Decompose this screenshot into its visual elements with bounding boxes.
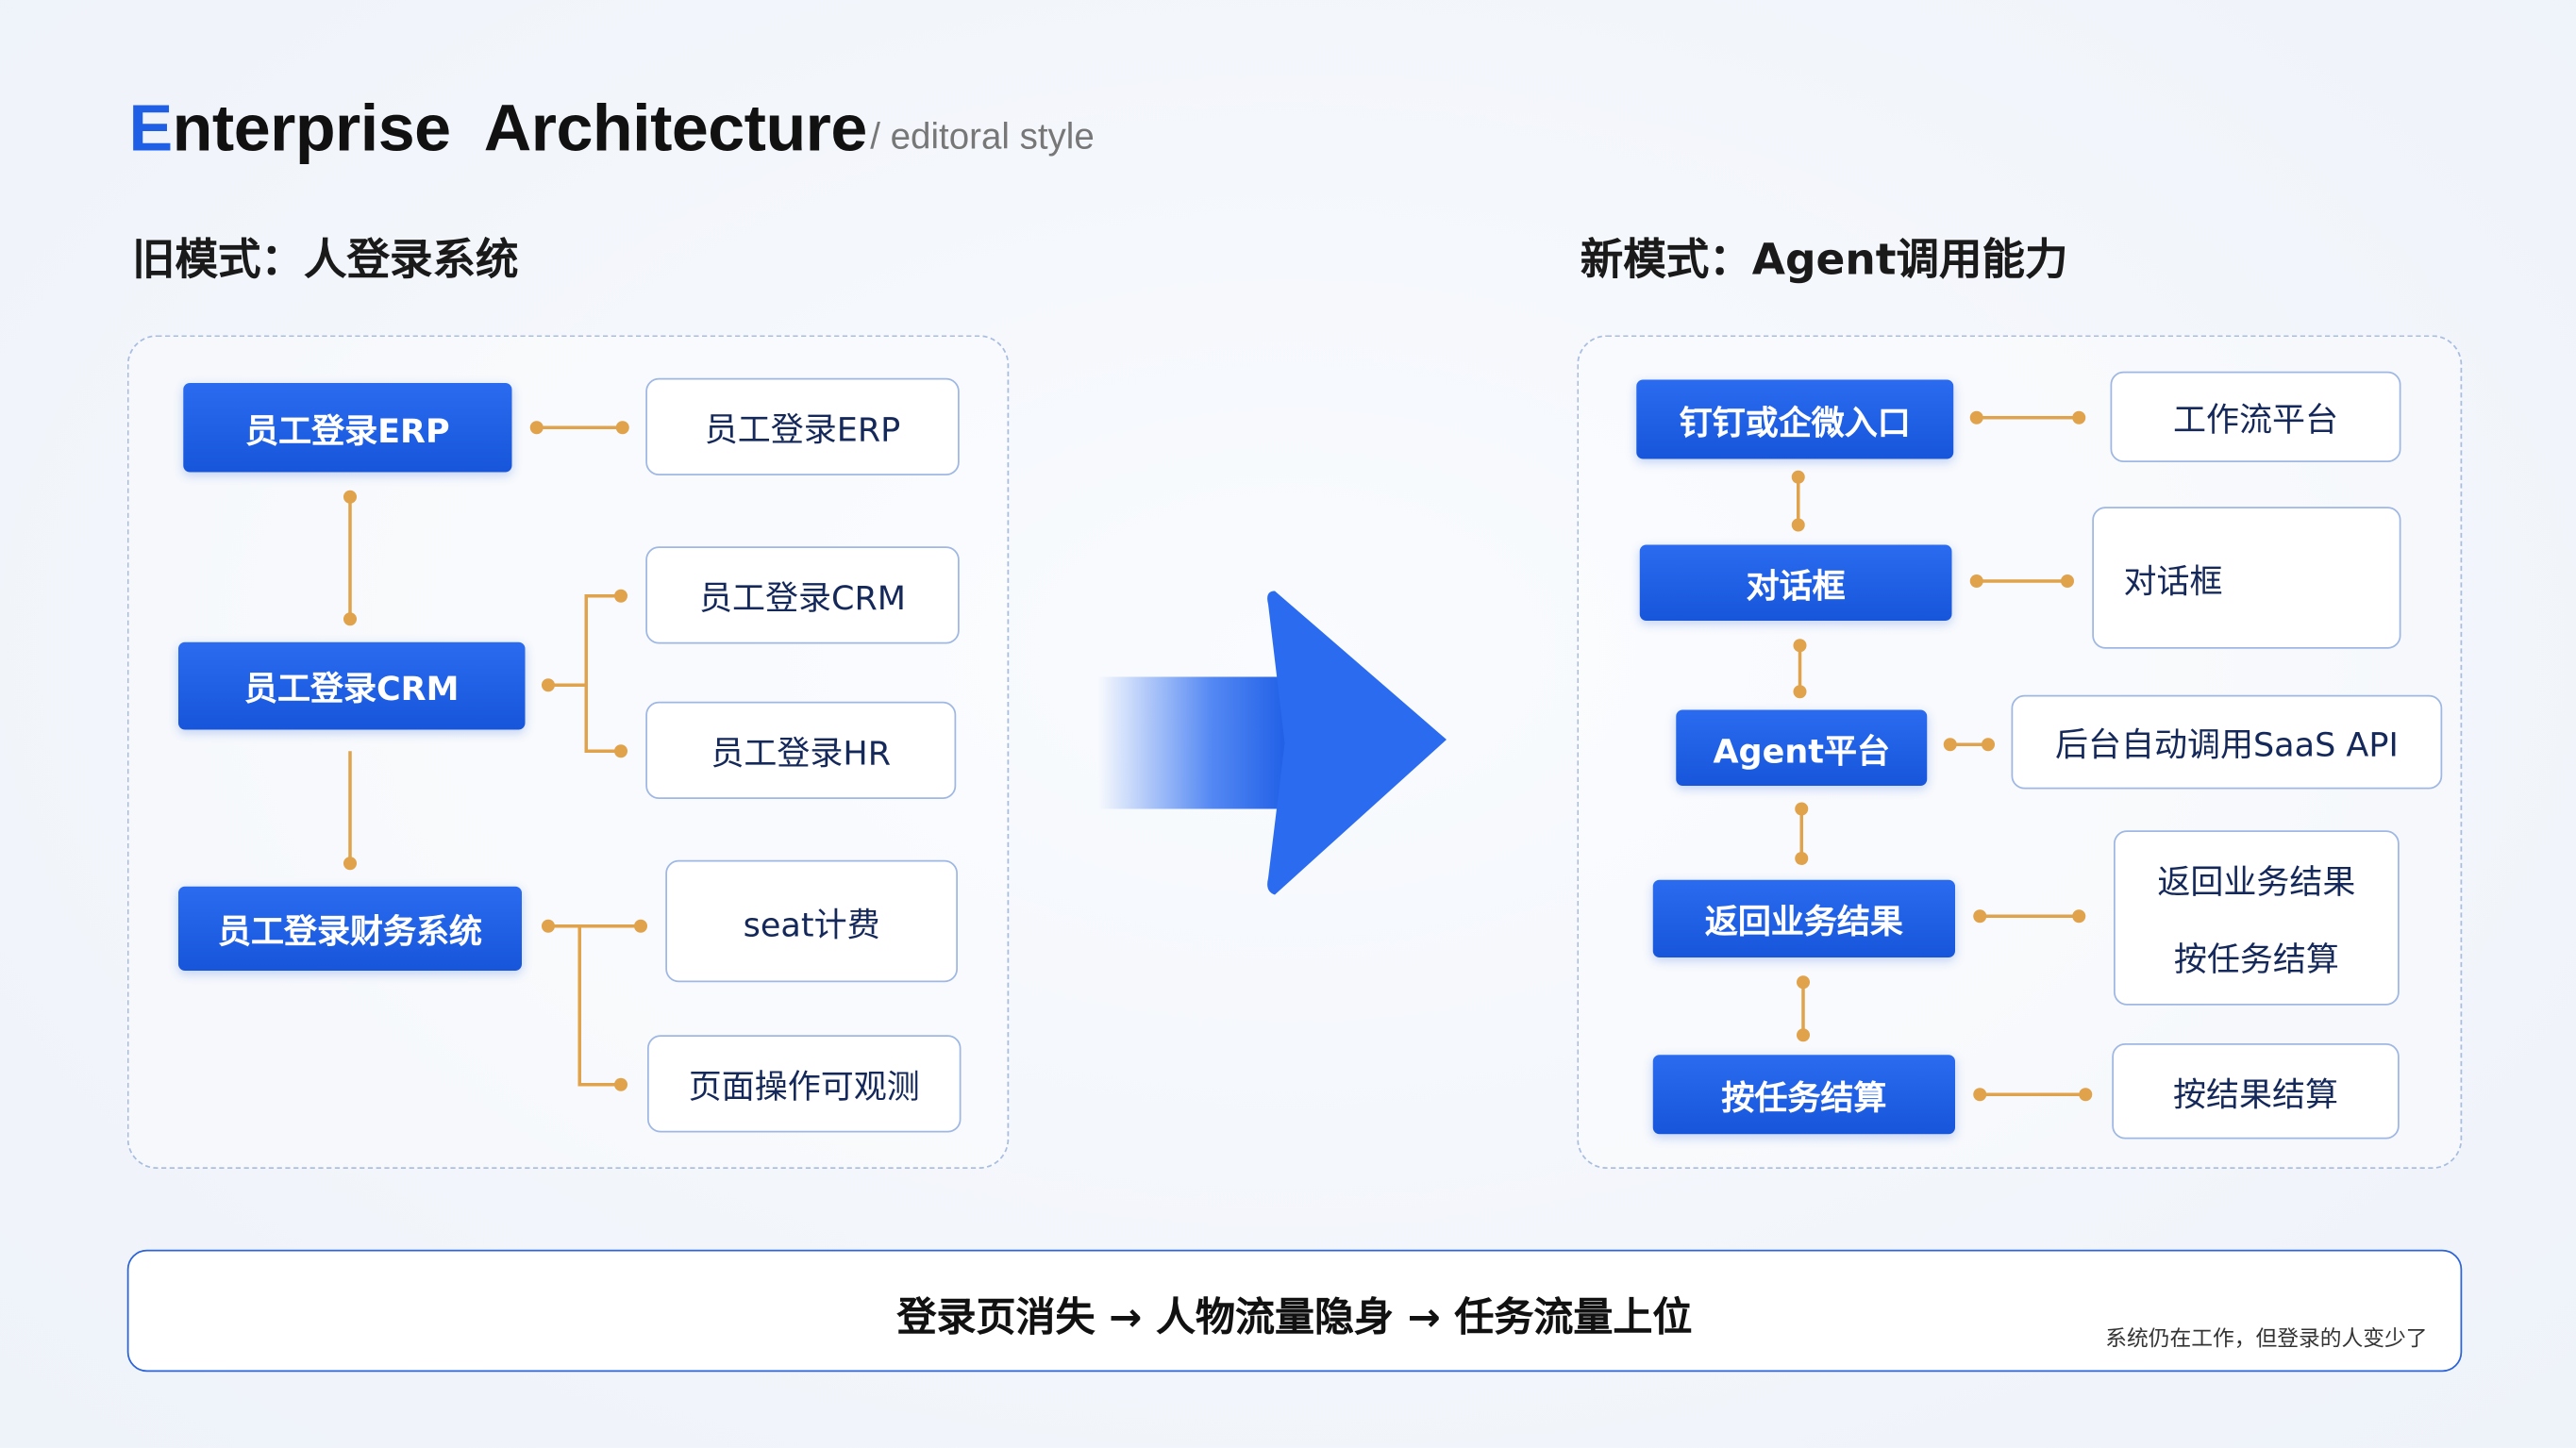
connector-dot [1797, 975, 1810, 990]
connector-dot [615, 421, 629, 435]
new-mode-title: 新模式：Agent调用能力 [1580, 236, 2068, 286]
connector-dot [2072, 410, 2086, 424]
connector-line [584, 595, 588, 752]
connector-line [1980, 914, 2080, 918]
page-title: Enterprise Architecture [128, 92, 868, 167]
new-secondary-workflow: 工作流平台 [2110, 371, 2401, 462]
connector-dot [542, 919, 555, 933]
connector-dot [1791, 470, 1805, 484]
box-label: 按任务结算 [2173, 939, 2339, 979]
new-primary-dialog: 对话框 [1639, 544, 1952, 621]
connector-dot [614, 1077, 627, 1091]
connector-dot [343, 857, 357, 871]
connector-dot [614, 589, 627, 603]
box-label: 员工登录ERP [704, 409, 901, 449]
box-label: seat计费 [743, 904, 880, 944]
old-secondary-observe: 页面操作可观测 [647, 1035, 962, 1133]
connector-line [1798, 645, 1802, 692]
connector-dot [1973, 1088, 1987, 1102]
old-mode-title: 旧模式：人登录系统 [132, 236, 519, 286]
connector-dot [529, 421, 544, 435]
connector-dot [1969, 574, 1983, 588]
connector-dot [1793, 639, 1807, 653]
new-primary-settle: 按任务结算 [1652, 1055, 1955, 1135]
connector-dot [1793, 685, 1807, 699]
connector-dot [614, 744, 627, 758]
connector-line [348, 496, 352, 620]
old-primary-crm: 员工登录CRM [178, 641, 526, 730]
box-label: 按结果结算 [2173, 1074, 2338, 1114]
new-primary-agent: Agent平台 [1676, 709, 1928, 786]
old-primary-erp: 员工登录ERP [183, 383, 512, 473]
connector-line [548, 683, 587, 687]
page-subtitle: / editoral style [870, 115, 1095, 158]
box-label: 员工登录CRM [699, 577, 906, 618]
connector-dot [542, 678, 555, 692]
title-rest: nterprise Architecture [172, 92, 868, 165]
box-label: 对话框 [2123, 560, 2223, 601]
connector-line [1801, 982, 1805, 1036]
connector-dot [1943, 738, 1957, 752]
old-secondary-hr: 员工登录HR [645, 701, 957, 799]
connector-line [536, 425, 623, 429]
connector-dot [2061, 574, 2074, 588]
connector-line [1976, 579, 2067, 583]
connector-line [348, 751, 352, 864]
box-label: 返回业务结果 [2157, 861, 2356, 902]
old-secondary-seat: seat计费 [665, 859, 958, 983]
connector-dot [634, 919, 647, 933]
summary-bar: 登录页消失 → 人物流量隐身 → 任务流量上位 系统仍在工作，但登录的人变少了 [126, 1249, 2463, 1373]
new-primary-entry: 钉钉或企微入口 [1636, 379, 1954, 459]
connector-dot [1791, 518, 1805, 532]
connector-dot [1795, 852, 1809, 865]
connector-line [1949, 742, 1988, 746]
new-primary-result: 返回业务结果 [1652, 879, 1955, 957]
connector-line [548, 924, 641, 928]
new-secondary-dialog: 对话框 [2092, 507, 2401, 649]
new-secondary-saas-api: 后台自动调用SaaS API [2011, 694, 2443, 790]
connector-line [584, 749, 621, 753]
connector-dot [343, 612, 357, 626]
old-primary-finance: 员工登录财务系统 [178, 886, 522, 971]
summary-text: 登录页消失 → 人物流量隐身 → 任务流量上位 [896, 1294, 1693, 1340]
connector-dot [2079, 1088, 2093, 1102]
new-secondary-result-based: 按结果结算 [2112, 1043, 2400, 1140]
title-initial: E [128, 92, 174, 165]
connector-dot [1795, 802, 1809, 816]
connector-line [1797, 476, 1800, 525]
new-secondary-result-settle: 返回业务结果按任务结算 [2114, 830, 2400, 1006]
box-label: 后台自动调用SaaS API [2054, 724, 2399, 765]
connector-dot [1969, 410, 1983, 424]
connector-dot [1797, 1028, 1810, 1042]
box-label: 工作流平台 [2173, 399, 2338, 440]
old-secondary-erp: 员工登录ERP [645, 377, 960, 475]
connector-dot [343, 490, 357, 504]
connector-line [584, 594, 621, 598]
summary-note: 系统仍在工作，但登录的人变少了 [2105, 1327, 2428, 1353]
old-secondary-crm: 员工登录CRM [645, 546, 960, 644]
connector-line [577, 925, 581, 1085]
connector-dot [1982, 738, 1995, 752]
connector-dot [1973, 909, 1987, 924]
connector-line [1980, 1092, 2086, 1096]
transition-arrow-icon [1097, 591, 1447, 895]
connector-dot [2072, 909, 2086, 924]
connector-line [1976, 416, 2080, 420]
connector-line [577, 1083, 621, 1087]
box-label: 员工登录HR [711, 733, 892, 773]
connector-line [1799, 808, 1803, 858]
box-label: 页面操作可观测 [688, 1066, 920, 1107]
